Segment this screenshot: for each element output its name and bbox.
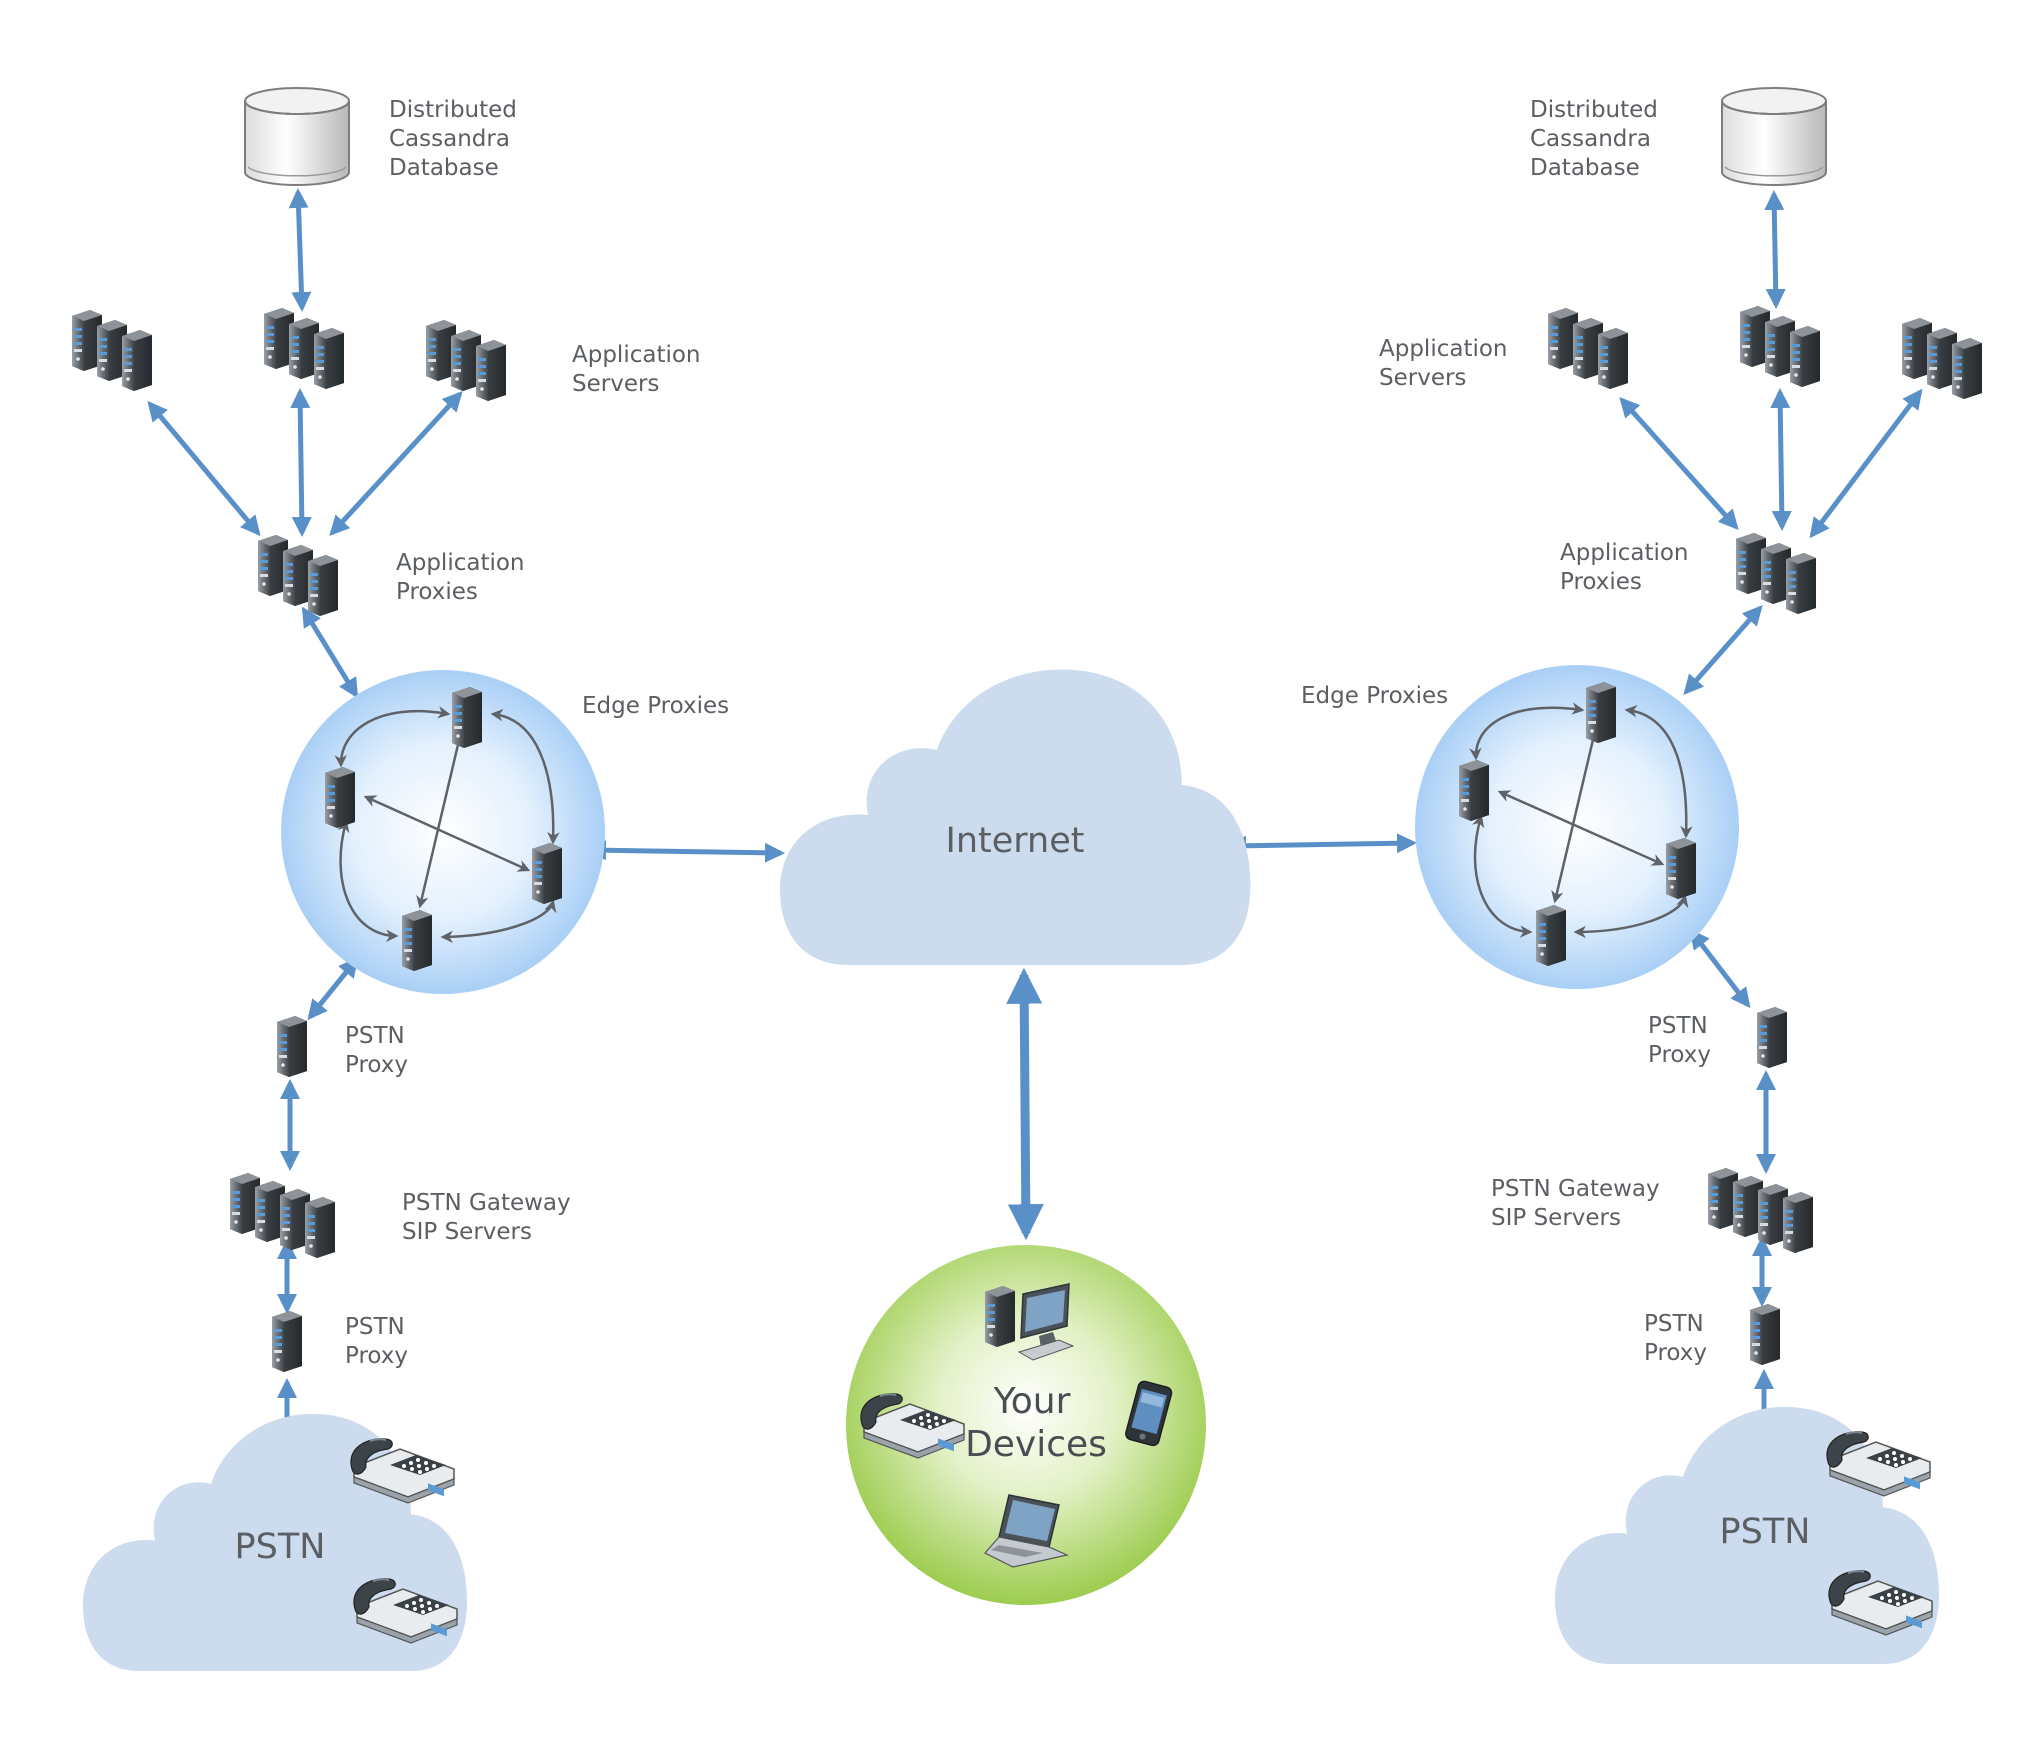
devices-cluster: Your Devices (846, 1245, 1206, 1605)
server-rack-icon (230, 1173, 335, 1258)
server-rack-icon (258, 535, 338, 616)
devices-label-line2: Devices (965, 1424, 1107, 1465)
smartphone-icon (1125, 1380, 1173, 1447)
server-icon (277, 1016, 307, 1077)
svg-text:Servers: Servers (572, 371, 659, 397)
svg-text:Proxy: Proxy (345, 1343, 408, 1369)
edge-right-label: Edge Proxies (1301, 683, 1448, 709)
server-rack-icon (1740, 306, 1820, 387)
pstn-left-label: PSTN (235, 1527, 326, 1567)
edge-server-icon (1459, 760, 1489, 821)
svg-text:Application: Application (1379, 336, 1508, 362)
server-icon (1750, 1304, 1780, 1365)
svg-text:SIP Servers: SIP Servers (402, 1219, 532, 1245)
edge-proxy-cluster-left (281, 670, 605, 994)
svg-text:Distributed: Distributed (1530, 97, 1658, 123)
pstn-cloud-right: PSTN (1555, 1406, 1939, 1664)
edge-server-icon (532, 843, 562, 904)
svg-text:Application: Application (572, 342, 701, 368)
internet-label: Internet (946, 821, 1085, 861)
svg-text:Proxy: Proxy (1648, 1042, 1711, 1068)
edge-server-icon (1666, 838, 1696, 899)
edge-server-icon (1586, 682, 1616, 743)
svg-text:Distributed: Distributed (389, 97, 517, 123)
edge-server-icon (452, 687, 482, 748)
mesh-links-left (334, 706, 560, 944)
svg-text:Application: Application (1560, 540, 1689, 566)
desktop-computer-icon (985, 1283, 1075, 1361)
svg-text:Proxy: Proxy (1644, 1340, 1707, 1366)
server-icon (1757, 1007, 1787, 1068)
svg-text:SIP Servers: SIP Servers (1491, 1205, 1621, 1231)
app-proxies-right-label: Application Proxies (1560, 540, 1689, 595)
edge-left-label: Edge Proxies (582, 693, 729, 719)
pstn-cloud-left: PSTN (83, 1413, 467, 1671)
laptop-icon (984, 1494, 1069, 1568)
server-rack-icon (1736, 533, 1816, 614)
pstn-right-label: PSTN (1720, 1512, 1811, 1552)
devices-label-line1: Your (993, 1381, 1071, 1422)
db-left-label: Distributed Cassandra Database (389, 97, 517, 181)
edge-server-icon (1536, 905, 1566, 966)
pstn-proxy-left-top-label: PSTN Proxy (345, 1023, 408, 1078)
db-right-label: Distributed Cassandra Database (1530, 97, 1658, 181)
database-icon (1721, 87, 1827, 186)
server-rack-icon (264, 308, 344, 389)
svg-text:Database: Database (1530, 155, 1640, 181)
pstn-proxy-right-bottom-label: PSTN Proxy (1644, 1311, 1707, 1366)
database-icon (244, 87, 350, 186)
server-rack-icon (1708, 1168, 1813, 1253)
server-rack-icon (1548, 308, 1628, 389)
edge-proxy-cluster-right (1415, 665, 1739, 989)
svg-text:PSTN Gateway: PSTN Gateway (402, 1190, 571, 1216)
svg-text:Proxy: Proxy (345, 1052, 408, 1078)
app-servers-left-label: Application Servers (572, 342, 701, 397)
svg-text:PSTN Gateway: PSTN Gateway (1491, 1176, 1660, 1202)
server-rack-icon (426, 320, 506, 401)
pstn-proxy-right-top-label: PSTN Proxy (1648, 1013, 1711, 1068)
gateway-left-label: PSTN Gateway SIP Servers (402, 1190, 571, 1245)
svg-text:Proxies: Proxies (1560, 569, 1642, 595)
app-servers-right-label: Application Servers (1379, 336, 1508, 391)
internet-cloud: Internet (780, 669, 1251, 965)
svg-text:Application: Application (396, 550, 525, 576)
svg-text:Cassandra: Cassandra (389, 126, 510, 152)
edge-server-icon (325, 767, 355, 828)
server-rack-icon (1902, 318, 1982, 399)
svg-text:Proxies: Proxies (396, 579, 478, 605)
server-rack-icon (72, 310, 152, 391)
svg-text:PSTN: PSTN (1644, 1311, 1704, 1337)
svg-text:PSTN: PSTN (1648, 1013, 1708, 1039)
svg-text:Servers: Servers (1379, 365, 1466, 391)
mesh-links-right (1469, 702, 1693, 939)
gateway-right-label: PSTN Gateway SIP Servers (1491, 1176, 1660, 1231)
server-icon (272, 1311, 302, 1372)
svg-text:Database: Database (389, 155, 499, 181)
svg-text:PSTN: PSTN (345, 1314, 405, 1340)
svg-text:PSTN: PSTN (345, 1023, 405, 1049)
app-proxies-left-label: Application Proxies (396, 550, 525, 605)
svg-text:Cassandra: Cassandra (1530, 126, 1651, 152)
pstn-proxy-left-bottom-label: PSTN Proxy (345, 1314, 408, 1369)
links (147, 188, 1923, 1451)
edge-server-icon (402, 910, 432, 971)
